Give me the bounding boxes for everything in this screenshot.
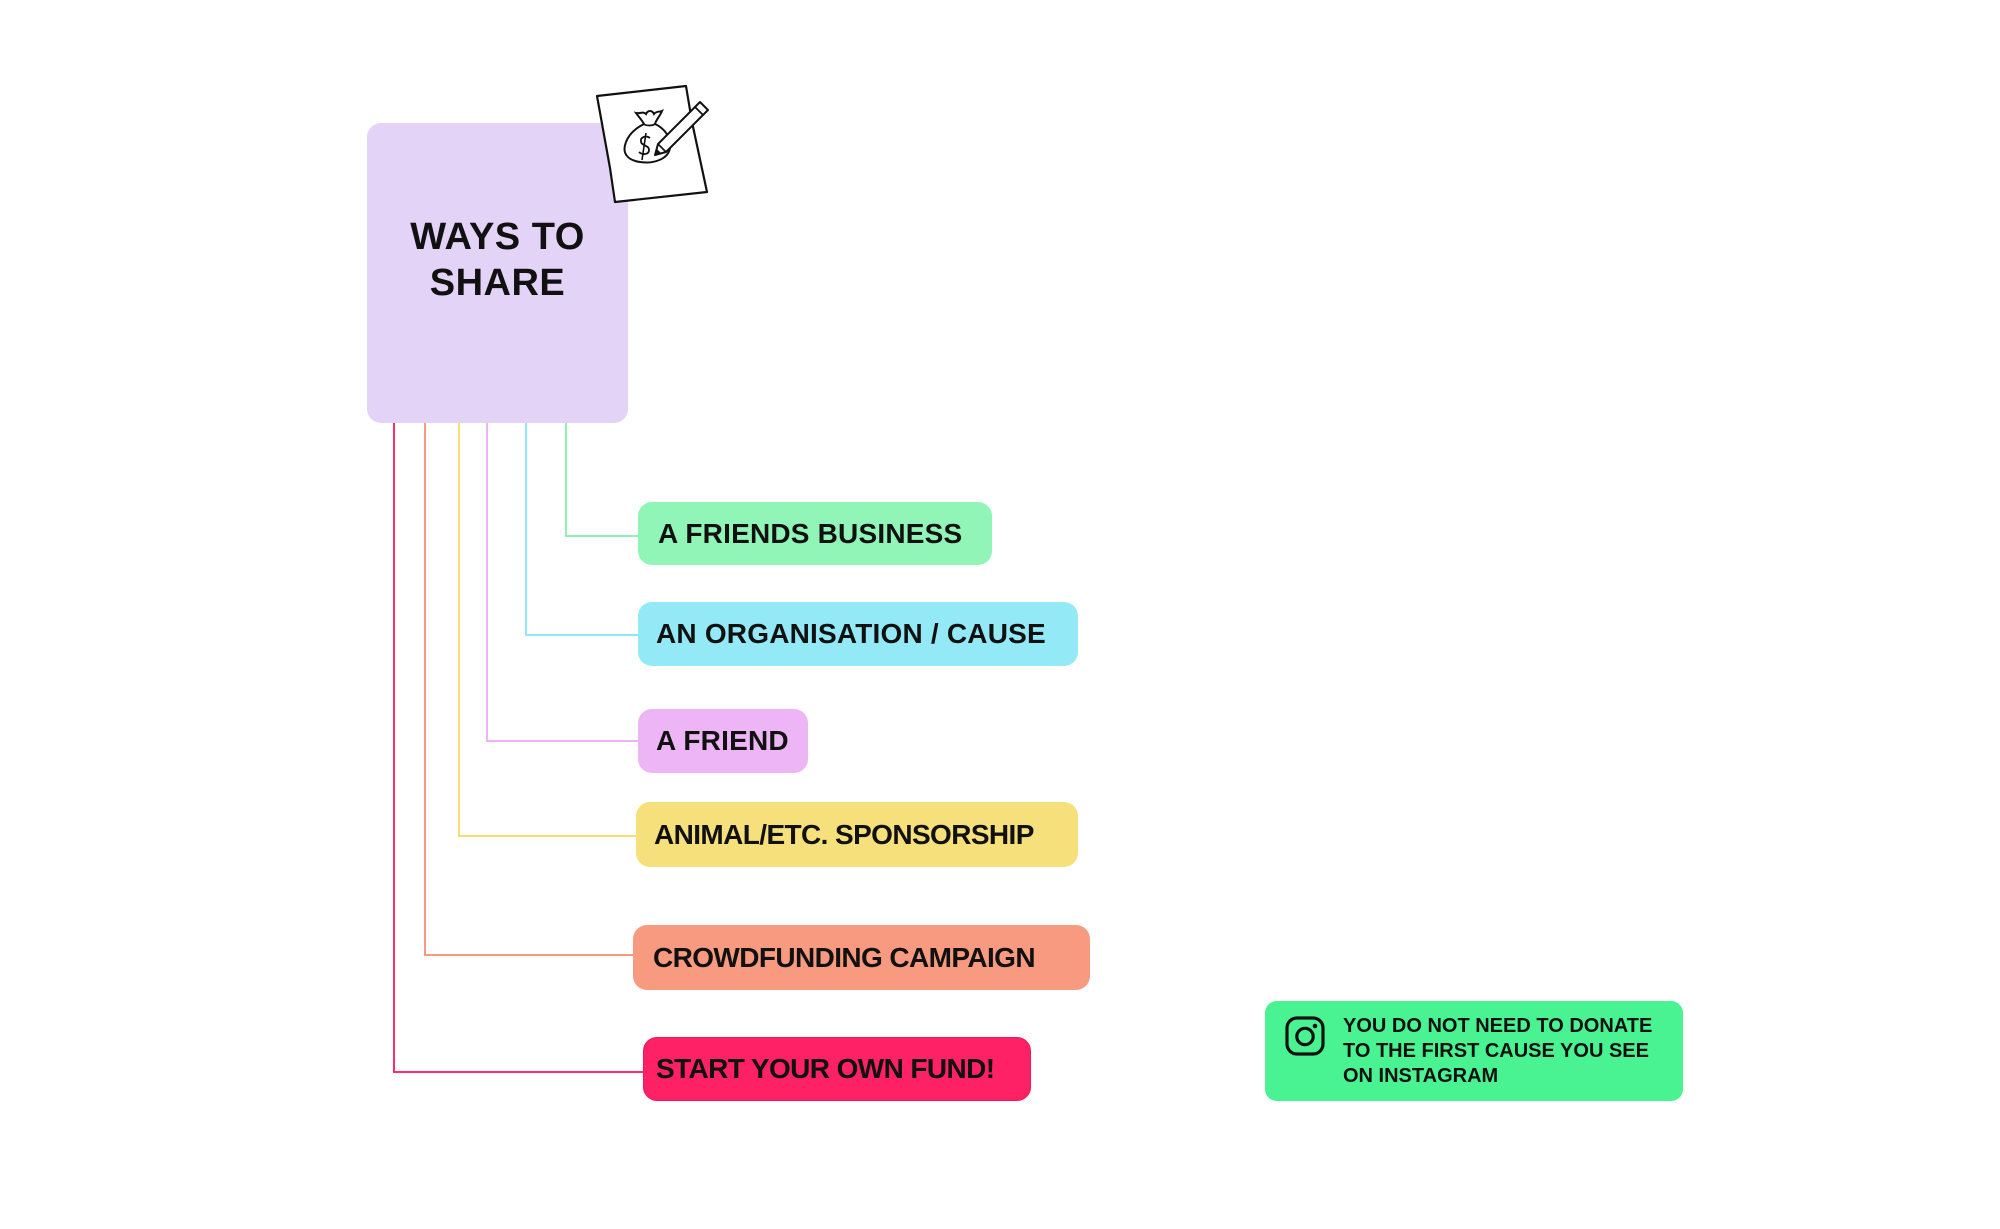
branch-label: AN ORGANISATION / CAUSE	[656, 618, 1046, 649]
branch-label: CROWDFUNDING CAMPAIGN	[653, 941, 1036, 973]
root-node[interactable]: WAYS TO SHARE	[367, 123, 628, 423]
branch-node-own-fund[interactable]: START YOUR OWN FUND!	[643, 1037, 1031, 1101]
branch-label: ANIMAL/ETC. SPONSORSHIP	[654, 818, 1034, 850]
instagram-icon	[1285, 1016, 1325, 1056]
connector-friends-business	[565, 423, 640, 537]
connector-own-fund	[393, 423, 645, 1073]
branch-label: A FRIENDS BUSINESS	[658, 517, 963, 549]
branch-node-crowdfunding[interactable]: CROWDFUNDING CAMPAIGN	[633, 925, 1090, 990]
connector-crowdfunding	[424, 423, 635, 956]
connector-a-friend	[486, 423, 640, 742]
instagram-note[interactable]: YOU DO NOT NEED TO DONATE TO THE FIRST C…	[1265, 1001, 1683, 1101]
branch-node-a-friend[interactable]: A FRIEND	[638, 709, 808, 773]
connector-organisation-cause	[525, 423, 640, 636]
root-title: WAYS TO SHARE	[410, 216, 585, 304]
branch-node-friends-business[interactable]: A FRIENDS BUSINESS	[638, 502, 992, 565]
connector-animal-sponsorship	[458, 423, 638, 837]
branch-label: START YOUR OWN FUND!	[656, 1053, 995, 1084]
money-bag-paper-pencil-icon	[595, 84, 709, 204]
branch-label: A FRIEND	[656, 725, 789, 756]
branch-node-organisation-cause[interactable]: AN ORGANISATION / CAUSE	[638, 602, 1078, 666]
branch-node-animal-sponsorship[interactable]: ANIMAL/ETC. SPONSORSHIP	[636, 802, 1078, 867]
note-text: YOU DO NOT NEED TO DONATE TO THE FIRST C…	[1343, 1014, 1653, 1087]
